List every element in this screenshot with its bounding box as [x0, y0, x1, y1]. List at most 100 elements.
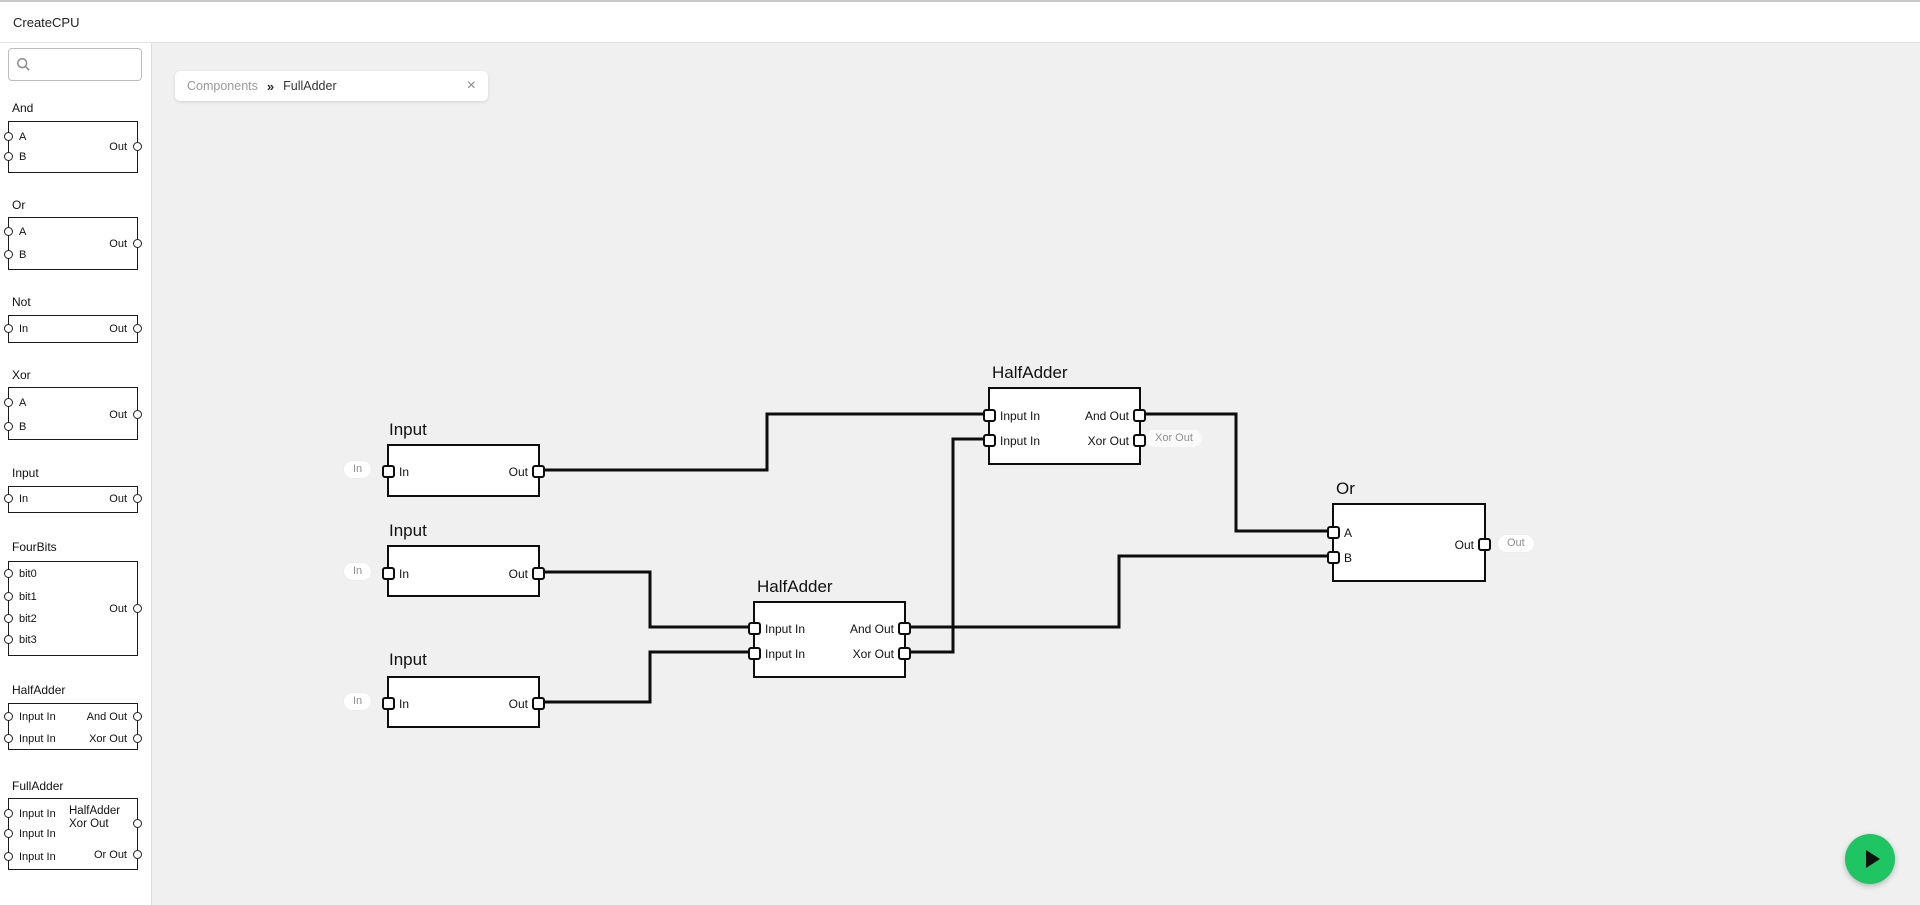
input-port[interactable]: [382, 567, 395, 580]
sidebar-item-label: FourBits: [12, 540, 57, 554]
port-label: A: [19, 397, 27, 409]
node-halfadder-top[interactable]: Input In Input In And Out Xor Out: [983, 387, 1146, 465]
port-label: Out: [508, 697, 528, 711]
run-button[interactable]: [1845, 834, 1895, 884]
input-port[interactable]: [1327, 526, 1340, 539]
sidebar-item-label: FullAdder: [12, 779, 64, 793]
input-port[interactable]: [4, 852, 13, 861]
node-halfadder-bottom[interactable]: Input In Input In And Out Xor Out: [748, 601, 911, 678]
input-port[interactable]: [983, 409, 996, 422]
output-port[interactable]: [133, 604, 142, 613]
input-port[interactable]: [748, 647, 761, 660]
port-label: Input In: [19, 851, 56, 863]
port-label: A: [19, 226, 27, 238]
input-port[interactable]: [4, 592, 13, 601]
node-input-a[interactable]: In Out: [382, 444, 545, 497]
input-port[interactable]: [4, 132, 13, 141]
play-icon: [1865, 850, 1880, 868]
port-label: A: [1344, 526, 1353, 540]
output-port[interactable]: [1133, 434, 1146, 447]
input-port[interactable]: [4, 809, 13, 818]
app-title: CreateCPU: [13, 15, 80, 30]
input-port[interactable]: [4, 734, 13, 743]
sidebar-item-label: And: [12, 101, 34, 115]
sidebar-item-input[interactable]: In Out: [4, 486, 142, 513]
output-port[interactable]: [133, 239, 142, 248]
sidebar-item-not[interactable]: In Out: [4, 315, 142, 343]
port-label: Out: [109, 323, 127, 335]
output-port[interactable]: [133, 494, 142, 503]
port-label: In: [399, 465, 410, 479]
port-label: Out: [109, 141, 127, 153]
search-input[interactable]: [8, 48, 142, 81]
wire: [1141, 412, 1332, 533]
input-port[interactable]: [4, 614, 13, 623]
input-port[interactable]: [4, 250, 13, 259]
port-label: And Out: [86, 711, 127, 723]
output-port[interactable]: [133, 712, 142, 721]
node-title: Input: [389, 650, 427, 669]
output-port[interactable]: [133, 819, 142, 828]
output-port[interactable]: [133, 142, 142, 151]
sidebar-item-or[interactable]: A B Out: [4, 217, 142, 270]
input-port[interactable]: [1327, 551, 1340, 564]
port-label: Out: [508, 567, 528, 581]
port-label: B: [19, 421, 27, 433]
input-port[interactable]: [4, 422, 13, 431]
input-port[interactable]: [4, 494, 13, 503]
input-port[interactable]: [4, 829, 13, 838]
tab-fulladder[interactable]: Components » FullAdder ×: [175, 71, 488, 101]
sidebar-item-xor[interactable]: A B Out: [4, 387, 142, 440]
output-port[interactable]: [133, 734, 142, 743]
output-port[interactable]: [532, 465, 545, 478]
output-port[interactable]: [532, 567, 545, 580]
port-label: Out: [109, 603, 127, 615]
sidebar-item-fourbits[interactable]: bit0 bit1 bit2 bit3 Out: [4, 561, 142, 656]
node-or[interactable]: A B Out: [1327, 503, 1491, 582]
sidebar-item-halfadder[interactable]: Input In Input In And Out Xor Out: [4, 703, 142, 750]
output-port[interactable]: [133, 324, 142, 333]
node-title: Input: [389, 420, 427, 439]
input-port[interactable]: [382, 465, 395, 478]
sidebar-item-label: Not: [12, 295, 31, 309]
output-port[interactable]: [133, 850, 142, 859]
sidebar-item-and[interactable]: A B Out: [4, 121, 142, 173]
xor-out-badge: Xor Out: [1146, 430, 1202, 447]
input-port[interactable]: [748, 622, 761, 635]
input-port[interactable]: [4, 227, 13, 236]
port-label: bit1: [19, 591, 37, 603]
port-label: bit3: [19, 634, 37, 646]
output-port[interactable]: [1133, 409, 1146, 422]
output-port[interactable]: [898, 647, 911, 660]
output-port[interactable]: [898, 622, 911, 635]
input-port[interactable]: [382, 697, 395, 710]
close-icon[interactable]: ×: [466, 77, 476, 94]
input-port[interactable]: [4, 569, 13, 578]
port-label: Input In: [765, 647, 806, 661]
node-title: HalfAdder: [992, 363, 1068, 382]
port-label: Input In: [19, 828, 56, 840]
input-port[interactable]: [4, 712, 13, 721]
input-port[interactable]: [4, 152, 13, 161]
sidebar-item-label: Input: [12, 466, 39, 480]
port-label: Input In: [19, 733, 56, 745]
node-input-b[interactable]: In Out: [382, 545, 545, 597]
output-port[interactable]: [133, 410, 142, 419]
input-port[interactable]: [4, 324, 13, 333]
node-input-c[interactable]: In Out: [382, 676, 545, 728]
breadcrumb-root[interactable]: Components: [187, 79, 258, 93]
node-title: Input: [389, 521, 427, 540]
input-port[interactable]: [4, 635, 13, 644]
port-label: Input In: [19, 711, 56, 723]
port-label: Out: [109, 238, 127, 250]
sidebar-item-label: Or: [12, 198, 26, 212]
sidebar-item-fulladder[interactable]: Input In Input In Input In HalfAdder Xor…: [4, 798, 142, 870]
input-port[interactable]: [4, 398, 13, 407]
output-port[interactable]: [532, 697, 545, 710]
wire: [906, 554, 1332, 629]
input-port[interactable]: [983, 434, 996, 447]
output-port[interactable]: [1478, 538, 1491, 551]
port-label: B: [19, 249, 27, 261]
sidebar-item-label: Xor: [12, 368, 31, 382]
